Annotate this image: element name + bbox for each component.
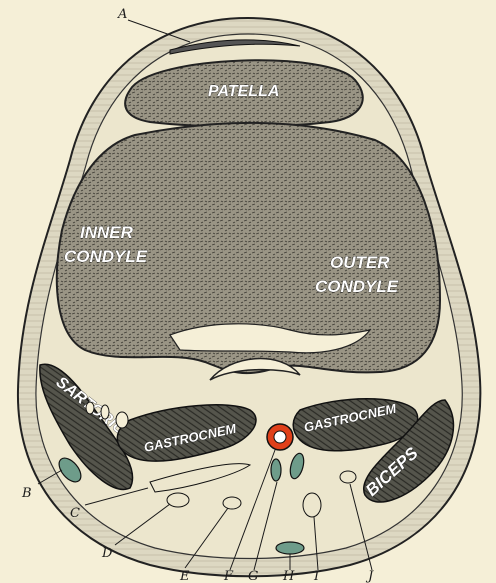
label-j: J [365, 569, 374, 583]
nerve-g [271, 459, 281, 481]
label-h: H [282, 569, 295, 583]
label-a: A [117, 7, 127, 22]
label-d: D [101, 546, 113, 561]
label-g: G [248, 569, 258, 583]
label-i: I [313, 569, 320, 583]
structure-i [303, 493, 321, 517]
label-b: B [21, 486, 32, 501]
label-c: C [70, 506, 80, 521]
structure-d [167, 493, 189, 507]
patella-label: PATELLA [208, 83, 279, 100]
label-f: F [223, 569, 234, 583]
outer-condyle-label-1: OUTER [330, 253, 390, 272]
tendon-3 [116, 412, 128, 428]
inner-condyle-label-2: CONDYLE [64, 247, 148, 266]
tendon-2 [101, 405, 109, 419]
structure-j [340, 471, 356, 483]
structure-e [223, 497, 241, 509]
popliteal-artery-lumen [274, 431, 286, 443]
short-saphenous-vein [276, 542, 304, 554]
inner-condyle-label-1: INNER [80, 223, 134, 242]
tendon-1 [86, 402, 94, 414]
label-e: E [179, 569, 190, 583]
outer-condyle-label-2: CONDYLE [315, 277, 399, 296]
